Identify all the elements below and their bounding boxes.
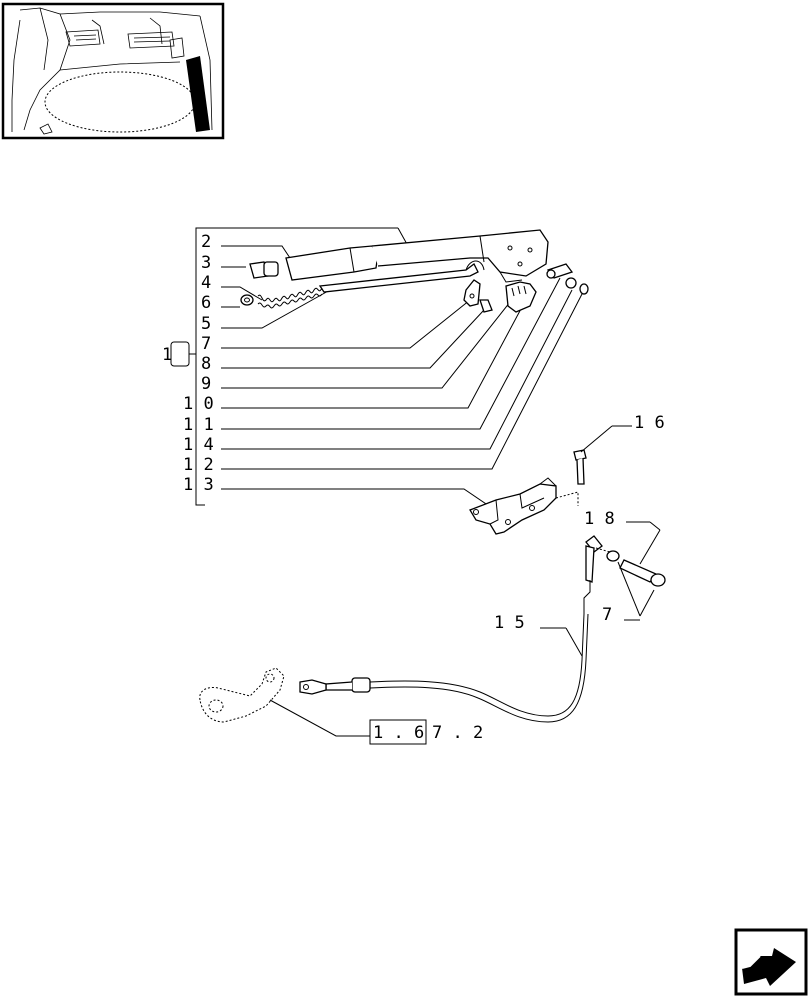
lever-support-bracket <box>469 477 579 535</box>
callout-8: 8 <box>201 354 211 374</box>
callout-2: 2 <box>201 232 211 252</box>
bolt-16 <box>573 425 632 485</box>
callout-15: 1 5 <box>494 613 525 633</box>
bracket-ref-number: 1 <box>162 345 172 365</box>
reference-tail-text: 7 . 2 <box>432 723 483 743</box>
callout-14: 1 4 <box>183 435 214 455</box>
callout-12: 1 2 <box>183 455 214 475</box>
leader-lines <box>221 245 583 511</box>
callout-13: 1 3 <box>183 475 214 495</box>
next-page-arrow-icon[interactable] <box>734 928 808 996</box>
callout-16: 1 6 <box>634 413 665 433</box>
callout-18: 1 8 <box>584 509 615 529</box>
brake-cable-15 <box>299 545 595 723</box>
callout-7: 7 <box>201 334 211 354</box>
reference-box <box>369 719 427 745</box>
callout-5: 5 <box>201 314 211 334</box>
bracket-ref-box <box>170 341 190 367</box>
callout-11: 1 1 <box>183 415 214 435</box>
reference-box-text: 1 . 6 <box>373 723 424 743</box>
callout-3: 3 <box>201 253 211 273</box>
callout-9: 9 <box>201 374 211 394</box>
handbrake-lever-assembly <box>240 229 589 313</box>
tractor-cab-thumbnail[interactable] <box>1 2 225 140</box>
callout-4: 4 <box>201 273 211 293</box>
callout-6: 6 <box>201 293 211 313</box>
clevis-pin-assembly <box>585 521 666 621</box>
callout-10: 1 0 <box>183 394 214 414</box>
callout-7-secondary: 7 <box>602 605 612 625</box>
brake-caliper-lever-reference <box>199 667 370 737</box>
